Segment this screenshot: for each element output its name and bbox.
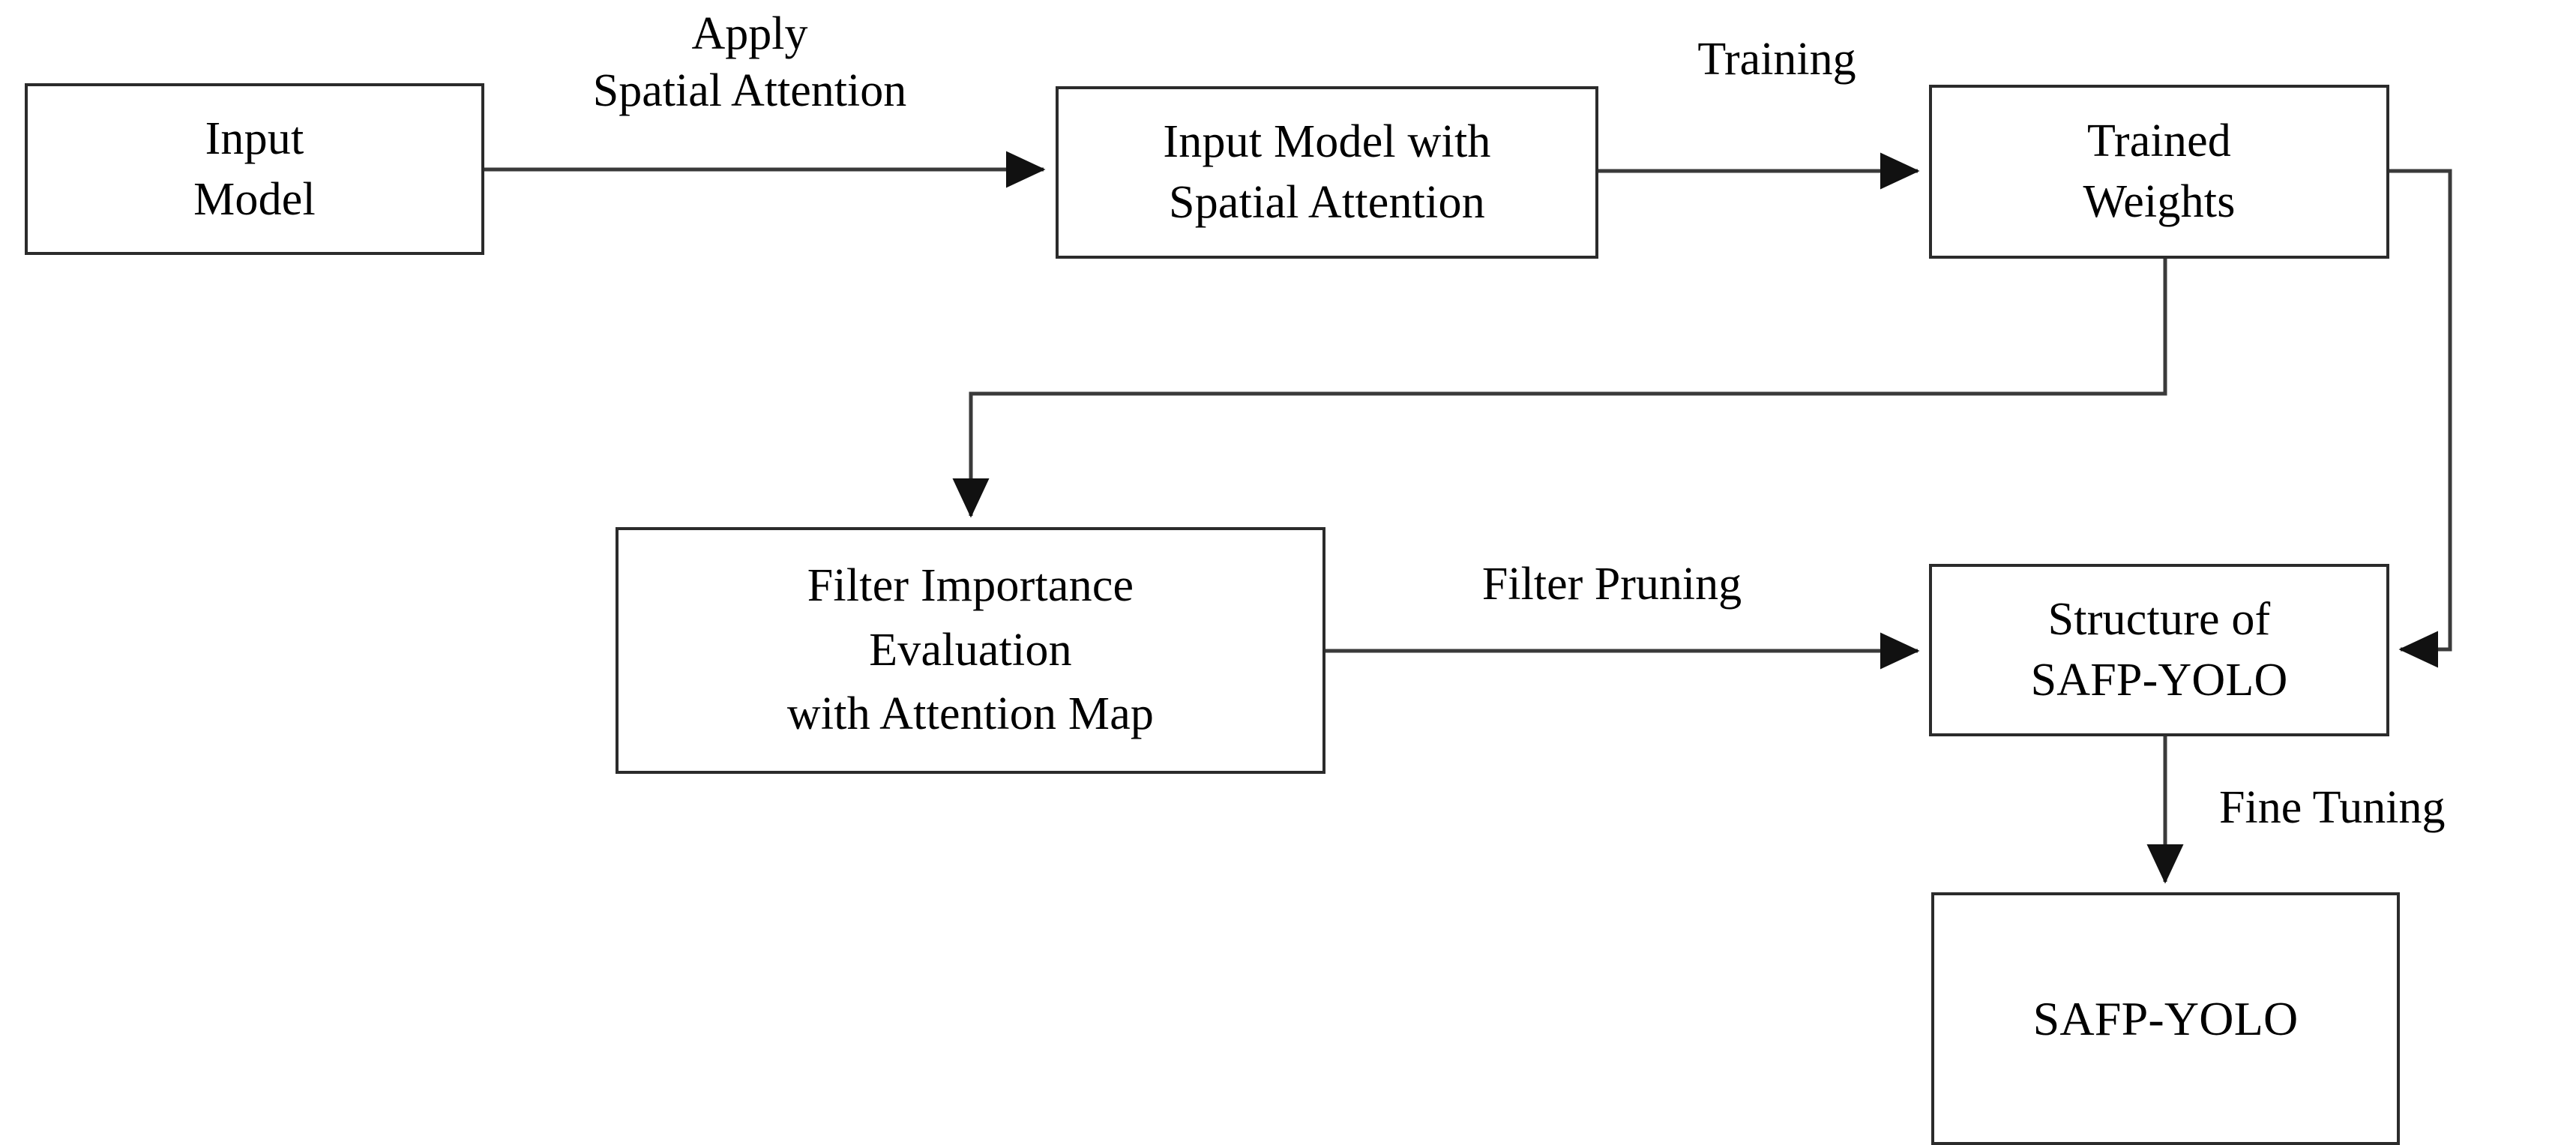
node-input-model-with-spatial-attention[interactable]: Input Model with Spatial Attention xyxy=(1056,86,1598,259)
connector-layer xyxy=(484,151,2452,884)
node-input-model[interactable]: Input Model xyxy=(25,83,484,255)
node-safp-yolo-label: SAFP-YOLO xyxy=(2032,991,2299,1045)
node-input-model-label: Input Model xyxy=(193,112,316,225)
node-input-model-with-spatial-attention-label: Input Model with Spatial Attention xyxy=(1163,116,1491,228)
edge-label-fine-tuning: Fine Tuning xyxy=(2219,782,2446,833)
node-filter-importance-evaluation[interactable]: Filter Importance Evaluation with Attent… xyxy=(616,527,1325,774)
node-trained-weights[interactable]: Trained Weights xyxy=(1929,85,2389,259)
node-structure-of-safp-yolo[interactable]: Structure of SAFP-YOLO xyxy=(1929,564,2389,736)
edge-label-training: Training xyxy=(1697,34,1856,85)
flowchart-canvas: Input Model Input Model with Spatial Att… xyxy=(25,8,2452,1145)
edge-trained-weights-to-structure-safp xyxy=(2389,169,2452,668)
node-safp-yolo[interactable]: SAFP-YOLO xyxy=(1931,892,2400,1145)
edge-label-filter-pruning: Filter Pruning xyxy=(1481,559,1742,610)
edge-trained-weights-to-filter-eval xyxy=(952,259,2167,518)
node-trained-weights-label: Trained Weights xyxy=(2083,115,2236,227)
edge-label-apply-spatial-attention: Apply Spatial Attention xyxy=(592,8,907,116)
node-filter-importance-evaluation-label: Filter Importance Evaluation with Attent… xyxy=(786,560,1155,740)
node-structure-of-safp-yolo-label: Structure of SAFP-YOLO xyxy=(2030,594,2288,706)
